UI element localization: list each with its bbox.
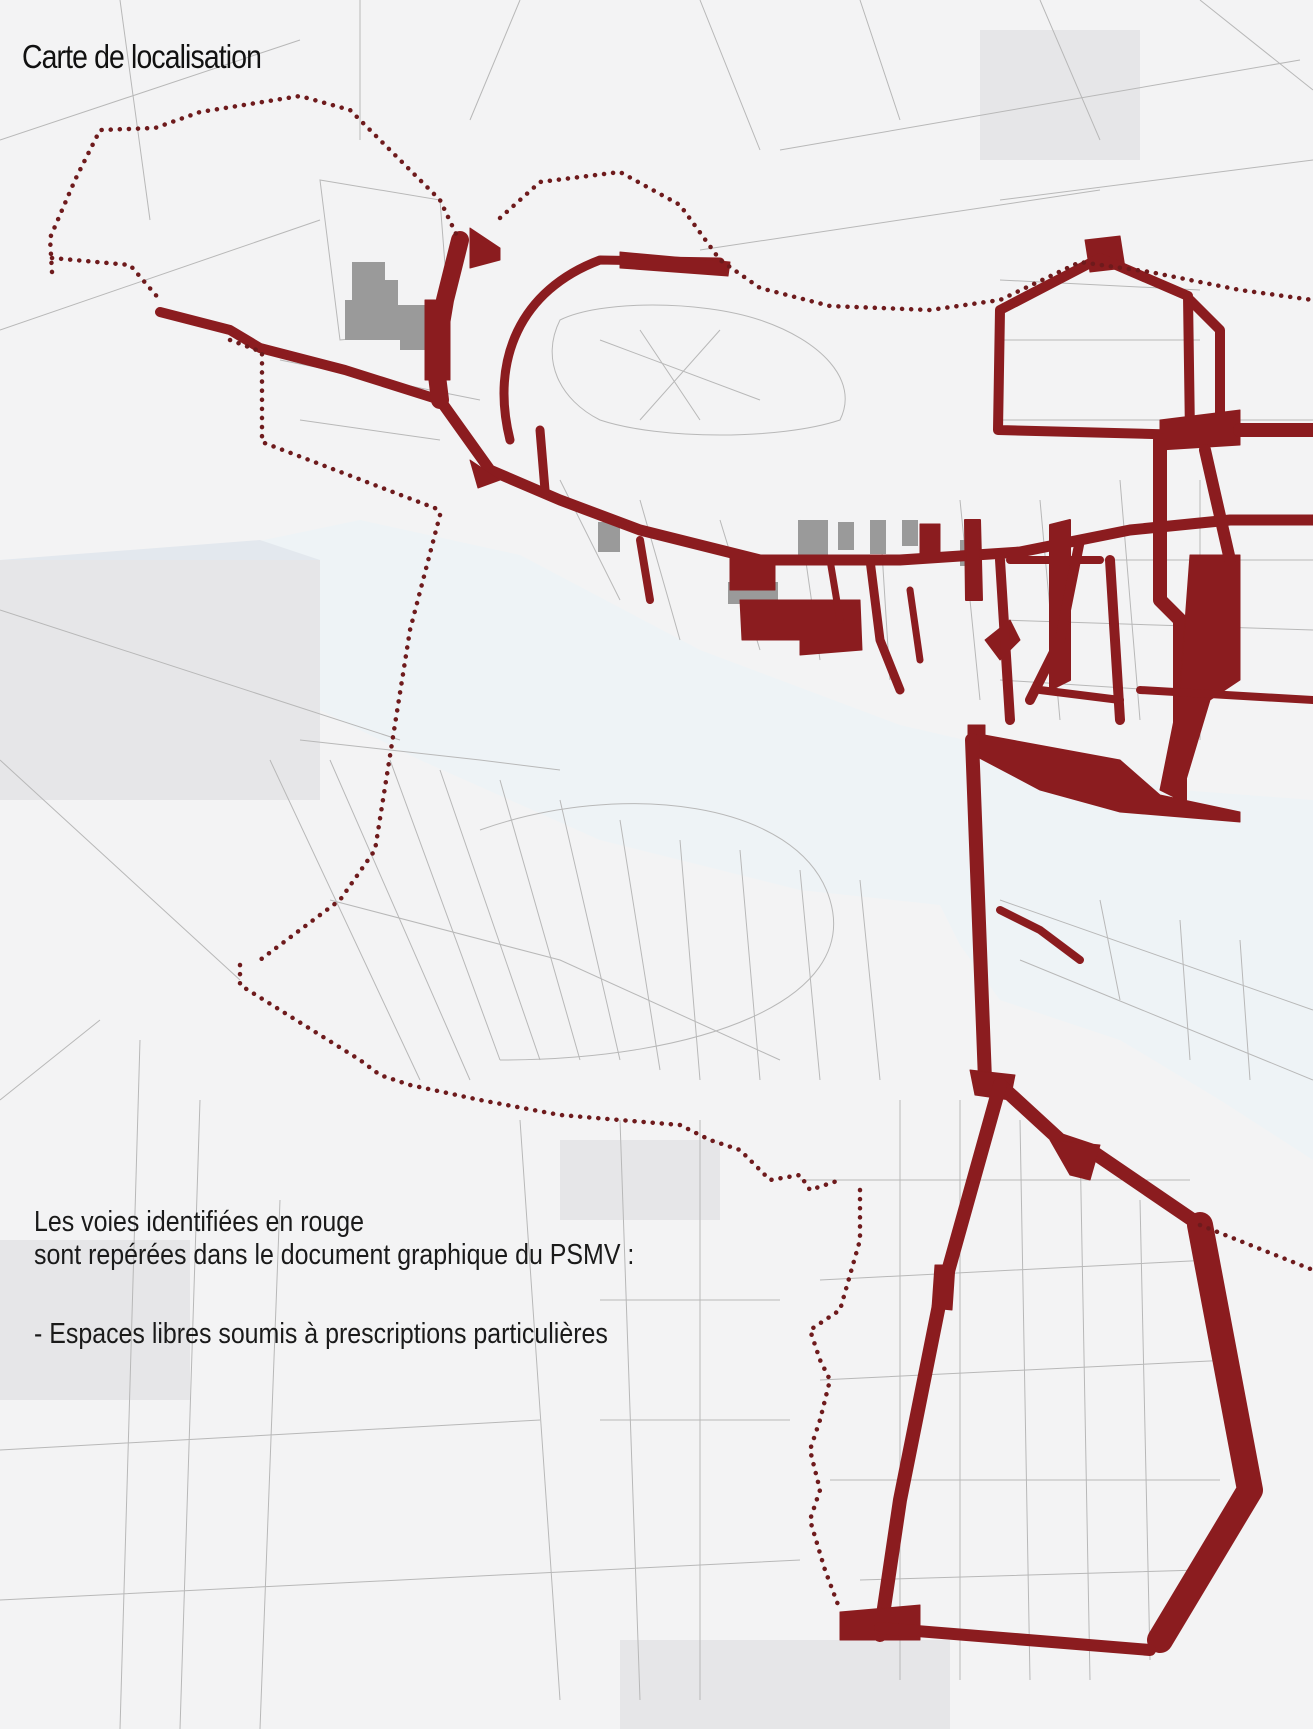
- legend-line-1: Les voies identifiées en rouge: [34, 1206, 364, 1238]
- highlighted-streets: [155, 227, 1313, 1656]
- grey-blocks: [0, 30, 1140, 1729]
- legend-line-2: sont repérées dans le document graphique…: [34, 1239, 635, 1271]
- map-legend: Les voies identifiées en rouge sont repé…: [34, 1206, 634, 1351]
- grey-buildings: [345, 262, 1068, 614]
- map-title: Carte de localisation: [22, 38, 262, 75]
- perimeter-boundary: [47, 93, 1313, 1613]
- legend-item: - Espaces libres soumis à prescriptions …: [34, 1318, 608, 1350]
